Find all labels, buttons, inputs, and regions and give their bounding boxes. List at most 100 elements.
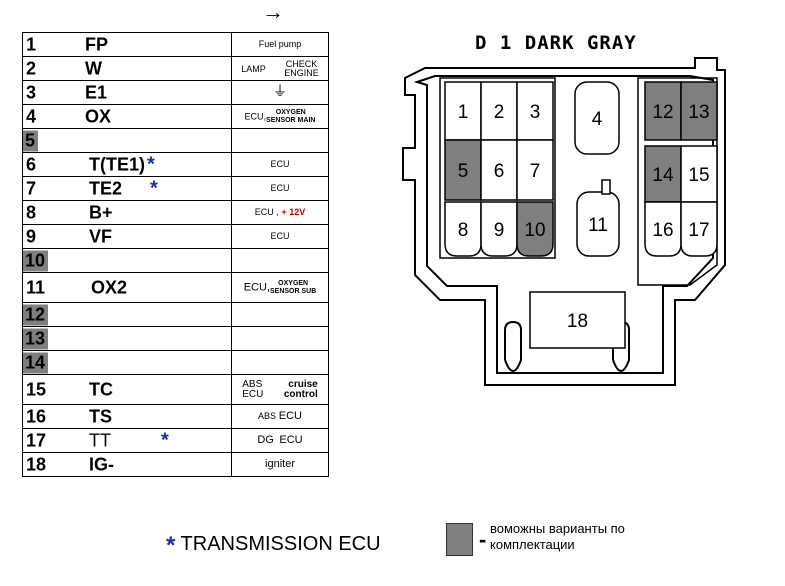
table-row: 8 B+ ECU , + 12V [22, 200, 329, 225]
pin-code: VF [89, 226, 113, 246]
pin-label: 13 [688, 102, 709, 123]
pin-number: 15 [26, 379, 47, 399]
pin-number: 9 [26, 226, 37, 246]
ground-symbol-icon: ⏚ [231, 80, 329, 105]
pin-label: 11 [588, 215, 608, 236]
pin-description: ECU [231, 152, 329, 177]
table-row: 5 [22, 128, 329, 153]
pin-cavity [680, 81, 718, 141]
pin-number: 16 [26, 406, 47, 426]
pin-cavity [516, 81, 554, 141]
pin-cavity [644, 81, 682, 141]
pin-code: T(TE1) [89, 154, 145, 174]
pin-description: ECU [231, 224, 329, 249]
pin-code: TS [89, 406, 113, 426]
pin-number-gray: 12 [23, 304, 49, 325]
gray-legend-text: воможны варианты по комплектации [490, 521, 625, 552]
table-row: 10 [22, 248, 329, 273]
connector-pin-13: 13 [680, 81, 718, 141]
star-icon: * [166, 532, 176, 559]
pin-label: 15 [688, 165, 709, 186]
pin-number: 4 [26, 106, 37, 126]
latch-tab [601, 179, 611, 195]
pin-cavity [574, 81, 620, 155]
connector-title: D 1 DARK GRAY [475, 32, 637, 54]
pin-label: 14 [652, 165, 674, 186]
connector-pin-17: 17 [680, 201, 718, 257]
pin-label: 12 [652, 102, 673, 123]
star-icon: * [147, 153, 155, 175]
pin-cavity [529, 291, 626, 349]
pin-code: OX2 [91, 277, 128, 297]
connector-pin-15: 15 [680, 145, 718, 203]
connector-pin-10: 10 [516, 201, 554, 257]
pin-cavity [444, 139, 482, 201]
pin-code: E1 [85, 82, 108, 102]
pin-code: B+ [89, 202, 113, 222]
pin-number: 18 [26, 454, 47, 474]
pin-description: ABS ECU [231, 404, 329, 429]
connector-pin-7: 7 [516, 139, 554, 201]
pin-number: 8 [26, 202, 37, 222]
pin-number-gray: 14 [23, 352, 49, 373]
pin-description: ECU , + 12V [231, 200, 329, 225]
pin-description: ECU [231, 176, 329, 201]
connector-pin-8: 8 [444, 201, 482, 257]
pin-label: 6 [494, 161, 505, 182]
pin-label: 3 [530, 102, 541, 123]
table-row: 16 TS ABS ECU [22, 404, 329, 429]
pin-label: 1 [458, 102, 469, 123]
table-row: 3 E1 ⏚ [22, 80, 329, 105]
star-legend: * TRANSMISSION ECU [166, 532, 381, 560]
pin-label: 10 [524, 220, 545, 241]
pin-number: 6 [26, 154, 37, 174]
table-row: 12 [22, 302, 329, 327]
connector-pin-2: 2 [480, 81, 518, 141]
table-row: 1 FP Fuel pump [22, 32, 329, 57]
connector-pin-14: 14 [644, 145, 682, 203]
pin-label: 2 [494, 102, 505, 123]
pin-number: 3 [26, 82, 37, 102]
table-row: 17 TT* DG ECU [22, 428, 329, 453]
table-row: 7 TE2* ECU [22, 176, 329, 201]
pin-number-gray: 13 [23, 328, 49, 349]
connector-pin-4: 4 [574, 81, 620, 155]
pin-label: 18 [567, 311, 588, 332]
pin-code: W [85, 58, 102, 78]
connector-pin-9: 9 [480, 201, 518, 257]
pin-label: 7 [530, 161, 541, 182]
pin-label: 5 [458, 161, 469, 182]
pin-code: IG- [89, 454, 114, 474]
pin-cavity [516, 201, 554, 257]
legend-dash: - [479, 527, 487, 552]
gray-swatch [446, 523, 473, 556]
pin-code: TT [89, 430, 111, 450]
table-row: 6 T(TE1)* ECU [22, 152, 329, 177]
pin-number: 7 [26, 178, 37, 198]
star-legend-text: TRANSMISSION ECU [180, 533, 381, 555]
pin-label: 9 [494, 220, 505, 241]
pin-cavity [516, 139, 554, 201]
pin-number: 1 [26, 34, 37, 54]
table-row: 9 VF ECU [22, 224, 329, 249]
pin-cavity [576, 191, 620, 257]
direction-arrow: → [262, 0, 284, 24]
pin-number-gray: 5 [23, 130, 39, 151]
pin-number-gray: 10 [23, 250, 49, 271]
pin-code: OX [85, 106, 112, 126]
pin-code: FP [85, 34, 109, 54]
pin-number: 17 [26, 430, 47, 450]
pin-label: 17 [688, 220, 709, 241]
connector-pin-1: 1 [444, 81, 482, 141]
pin-code: TC [89, 379, 113, 399]
pin-description: Fuel pump [231, 32, 329, 57]
pin-label: 16 [652, 220, 673, 241]
pin-label: 8 [458, 220, 469, 241]
